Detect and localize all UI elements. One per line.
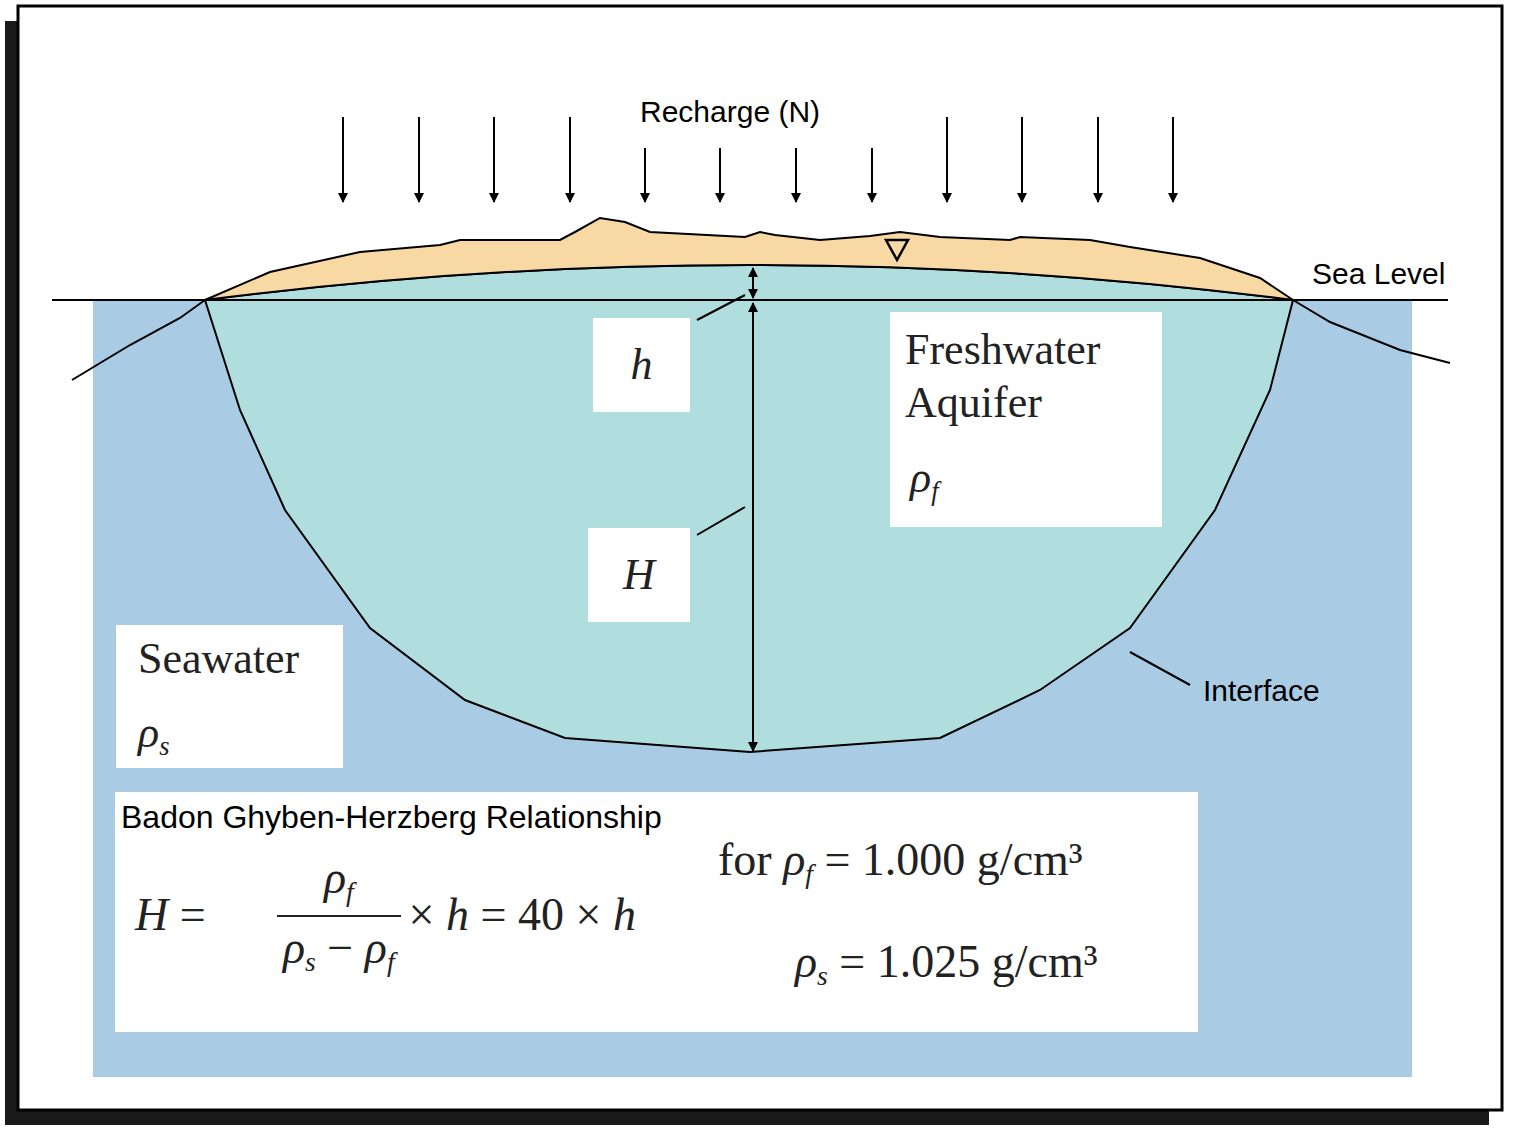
- leader-line: [697, 507, 745, 535]
- density-symbol: ρ: [910, 453, 931, 502]
- subscript: s: [305, 946, 316, 977]
- label-box: Freshwater Aquifer ρf: [890, 312, 1162, 527]
- formula-box: Badon Ghyben-Herzberg RelationshipH =ρfρ…: [115, 792, 1198, 1032]
- frame: [18, 6, 1502, 1110]
- formula-heading: Badon Ghyben-Herzberg Relationship: [121, 798, 662, 836]
- density-value: for ρf = 1.000 g/cm³: [718, 832, 1083, 887]
- h-dimension: [752, 268, 754, 298]
- region-name: Freshwater Aquifer: [905, 324, 1150, 430]
- recharge-label: Recharge (N): [640, 94, 820, 130]
- leader-line: [1130, 652, 1190, 685]
- region-name: Seawater: [138, 633, 299, 686]
- variable: H: [623, 550, 655, 599]
- unsaturated-zone: [205, 218, 1293, 300]
- density-label: ρf: [910, 452, 938, 505]
- subscript: f: [387, 946, 395, 977]
- seabed-left: [72, 300, 205, 380]
- subscript: f: [931, 476, 938, 506]
- variable-label: H: [623, 549, 655, 602]
- density-symbol: ρ: [283, 922, 305, 973]
- fraction-bar: [277, 915, 401, 917]
- density-symbol: ρ: [795, 936, 817, 987]
- density-symbol: ρ: [365, 922, 387, 973]
- label-box: Seawater ρs: [116, 625, 343, 768]
- density-value: ρs = 1.025 g/cm³: [795, 934, 1098, 989]
- recharge-arrows: [343, 117, 1173, 202]
- label-box: H: [588, 528, 690, 622]
- variable: H: [135, 889, 168, 940]
- density-symbol: ρ: [324, 852, 346, 903]
- subscript: f: [805, 858, 813, 889]
- density-symbol: ρ: [783, 834, 805, 885]
- sea-level-line: [52, 299, 1448, 301]
- sea-level-label: Sea Level: [1312, 256, 1445, 292]
- formula-term: H =: [135, 887, 206, 942]
- density-label: ρs: [138, 707, 169, 760]
- leader-line: [697, 295, 745, 320]
- subscript: s: [159, 731, 169, 761]
- variable: h: [446, 889, 469, 940]
- fraction-denominator: ρs − ρf: [283, 920, 395, 975]
- water-table-symbol: [886, 240, 908, 260]
- subscript: s: [817, 960, 828, 991]
- label-box: h: [593, 318, 690, 412]
- variable: h: [613, 889, 636, 940]
- seabed-right: [1293, 300, 1450, 363]
- freshwater-lens: [205, 265, 1293, 752]
- interface-label: Interface: [1203, 673, 1320, 709]
- subscript: f: [346, 876, 354, 907]
- formula-term: × h = 40 × h: [409, 887, 636, 942]
- variable: h: [631, 340, 653, 389]
- H-dimension: [752, 303, 754, 751]
- fraction-numerator: ρf: [324, 850, 354, 905]
- density-symbol: ρ: [138, 708, 159, 757]
- variable-label: h: [631, 339, 653, 392]
